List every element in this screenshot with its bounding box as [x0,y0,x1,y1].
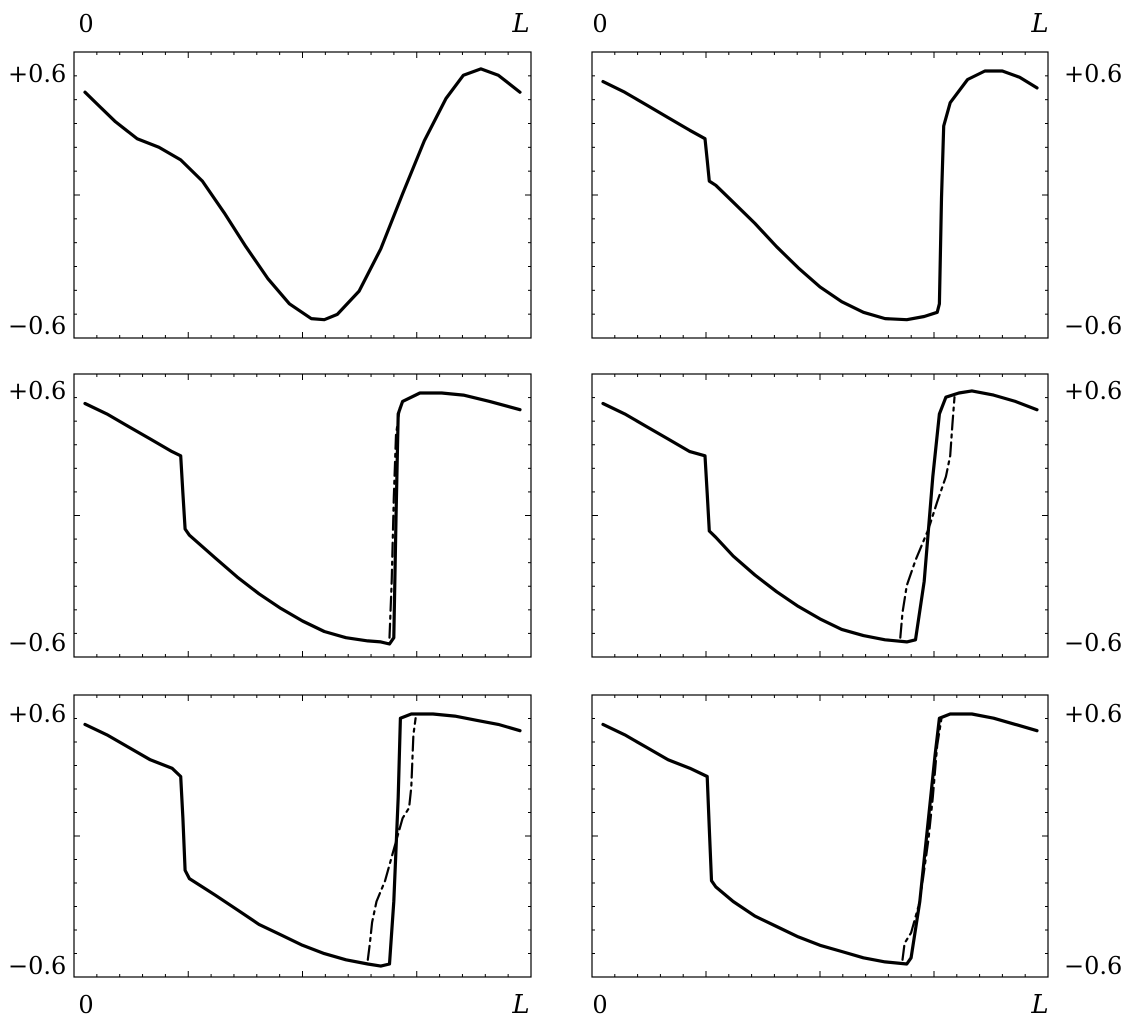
row1-left-y-lower-label: −0.6 [8,312,66,340]
dashdot-series-line [388,402,402,639]
solid-series-line [601,712,1039,966]
top-left-x-end-label: L [511,9,529,39]
solid-series-line [601,389,1039,644]
row3-right-y-upper-label: +0.6 [1064,700,1122,728]
panel-frame [591,51,1049,339]
bottom-left-x-end-label: L [511,990,529,1020]
panel-r2c1 [73,373,532,658]
row3-right-y-lower-label: −0.6 [1064,952,1122,980]
row3-left-y-lower-label: −0.6 [8,952,66,980]
solid-series-line [601,69,1039,322]
plot-panels [73,51,1049,978]
panel-frame [73,51,532,339]
top-right-x-label: 0 [592,10,607,38]
solid-series-line [83,67,522,322]
row1-right-y-upper-label: +0.6 [1064,60,1122,88]
row2-left-y-upper-label: +0.6 [8,377,66,405]
row2-left-y-lower-label: −0.6 [8,629,66,657]
row2-right-y-upper-label: +0.6 [1064,377,1122,405]
dashdot-series-line [901,717,943,961]
dashdot-series-line [366,717,417,961]
top-right-x-end-label: L [1030,9,1048,39]
solid-series-line [83,712,522,968]
panel-frame [73,694,532,978]
top-left-x-label: 0 [78,10,93,38]
solid-series-line [83,391,522,646]
bottom-left-x-label: 0 [78,991,93,1019]
bottom-right-x-end-label: L [1030,990,1048,1020]
row3-left-y-upper-label: +0.6 [8,700,66,728]
panel-r2c2 [591,373,1049,658]
row2-right-y-lower-label: −0.6 [1064,629,1122,657]
panel-frame [591,373,1049,658]
row1-right-y-lower-label: −0.6 [1064,312,1122,340]
panel-r3c2 [591,694,1049,978]
panel-frame [591,694,1049,978]
panel-r1c1 [73,51,532,339]
panel-r3c1 [73,694,532,978]
panel-r1c2 [591,51,1049,339]
panel-frame [73,373,532,658]
dashdot-series-line [899,396,956,639]
row1-left-y-upper-label: +0.6 [8,60,66,88]
bottom-right-x-label: 0 [592,991,607,1019]
